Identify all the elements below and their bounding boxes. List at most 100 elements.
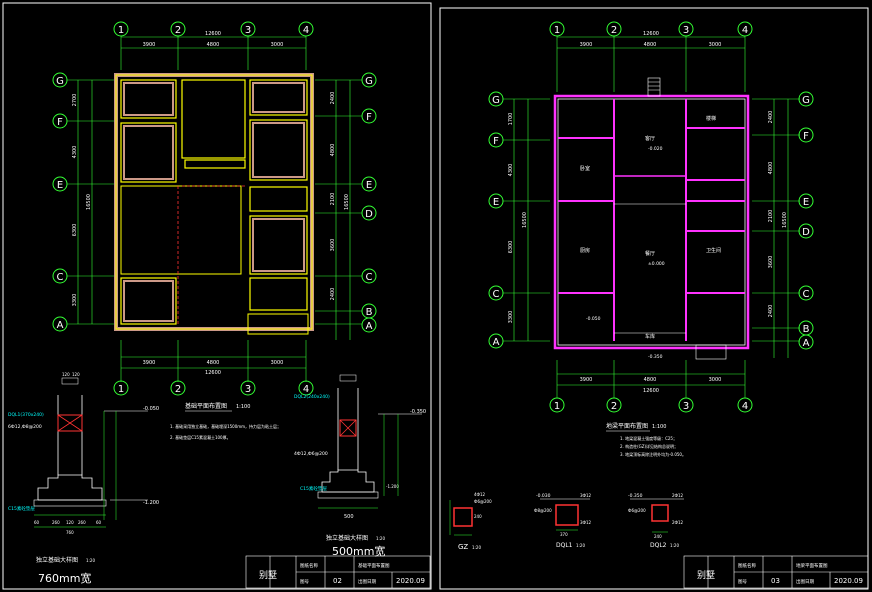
grid-label: F <box>57 117 63 128</box>
room-label: 客厅 <box>645 135 655 142</box>
label: DQL2(240x240) <box>294 394 330 400</box>
grid-label: 3 <box>683 401 689 412</box>
foundation-walls <box>114 73 314 335</box>
grid-label: 3 <box>245 25 251 36</box>
elevation: -0.050 <box>586 316 601 322</box>
dim-total: 12600 <box>205 31 221 37</box>
elevation: -0.350 <box>410 409 426 415</box>
grid-label: 1 <box>554 25 560 36</box>
grid-axes-top: 1 2 3 4 12600 3900 4800 3000 <box>549 21 753 92</box>
grid-label: F <box>366 112 372 123</box>
dim: 4300 <box>72 146 78 159</box>
grid-axes-left: G F E C A 2700 4300 6300 3300 16500 <box>52 72 115 332</box>
footing-detail-left: 120 120 60 260 120 260 60 760 -0.050 -1.… <box>33 372 159 535</box>
dim-total: 16500 <box>522 212 528 228</box>
sheet-2-frame <box>439 7 869 590</box>
tb-cell: 出图日期 <box>796 578 814 585</box>
sheet-1-frame <box>2 2 432 590</box>
grid-label: C <box>57 272 64 283</box>
dim-total: 12600 <box>205 370 221 376</box>
section-name: DQL1 <box>556 542 573 549</box>
section-scale: 1:20 <box>576 543 585 548</box>
plan-title: 地梁平面布置图 <box>606 422 648 430</box>
plan-title: 基础平面布置图 <box>185 402 227 410</box>
title-block-1 <box>245 555 431 589</box>
grid-label: D <box>365 209 373 220</box>
detail-title: 独立基础大样图 <box>326 534 368 542</box>
note-line: 2. 基础垫层C15素混凝土100厚。 <box>170 434 231 440</box>
grid-label: F <box>493 136 499 147</box>
dim: 2100 <box>330 193 336 206</box>
grid-label: E <box>803 197 809 208</box>
dim: 3000 <box>709 377 722 383</box>
ground-beam-plan: 1 2 3 4 12600 3900 4800 3000 3900 4800 3… <box>449 21 869 589</box>
dim: 60 <box>96 520 102 525</box>
grid-label: 2 <box>175 384 181 395</box>
grid-label: G <box>802 95 810 106</box>
tb-project: 别墅 <box>697 570 715 581</box>
dim: 4800 <box>330 144 336 157</box>
dim: 60 <box>34 520 40 525</box>
grid-label: 4 <box>303 25 309 36</box>
grid-label: A <box>366 321 373 332</box>
tb-project: 别墅 <box>259 570 277 581</box>
dim: 2400 <box>768 305 774 318</box>
grid-label: E <box>493 197 499 208</box>
tb-drawing: 基础平面布置图 <box>358 562 390 569</box>
footing-detail-right: 500 -0.350 -1.200 <box>317 374 426 520</box>
label: 4Ф12,Ф6@200 <box>294 451 328 457</box>
dim: 120 <box>66 520 74 525</box>
room-label: 楼梯 <box>706 115 716 122</box>
grid-axes-left: G F E C A 1700 4300 6300 3300 16500 <box>488 91 550 349</box>
svg-text:120: 120 <box>62 372 70 377</box>
section-dql1 <box>540 498 590 531</box>
elevation: -0.050 <box>143 406 159 412</box>
grid-label: 1 <box>554 401 560 412</box>
dim-total: 760 <box>66 530 74 535</box>
grid-axes-top: 1 2 3 4 12600 3900 4800 3000 <box>113 21 314 70</box>
grid-axes-bottom: 3900 4800 3000 12600 1 2 3 4 <box>113 340 314 396</box>
tb-cell: 出图日期 <box>358 578 376 585</box>
plan-scale: 1:100 <box>652 424 666 430</box>
elevation: -1.200 <box>386 484 399 489</box>
grid-label: 2 <box>175 25 181 36</box>
section-name: DQL2 <box>650 542 667 549</box>
section-label: 3Ф12 <box>580 493 592 498</box>
grid-label: F <box>803 131 809 142</box>
grid-label: G <box>492 95 500 106</box>
label: DQL1(370x240) <box>8 412 44 418</box>
section-label: 2Ф12 <box>672 493 684 498</box>
dim: 6300 <box>508 241 514 254</box>
dim-total: 12600 <box>643 388 659 394</box>
dim-total: 16500 <box>344 194 350 210</box>
section-label: Ф8@200 <box>534 508 552 513</box>
dim: 260 <box>78 520 86 525</box>
section-label: 240 <box>474 514 482 519</box>
grid-label: D <box>802 227 810 238</box>
ground-beams <box>553 77 750 360</box>
room-label: 餐厅 <box>645 250 655 257</box>
grid-label: 1 <box>118 25 124 36</box>
tb-date: 2020.09 <box>396 577 425 585</box>
dim: 4300 <box>508 164 514 177</box>
room-label: 卧室 <box>580 165 590 172</box>
section-dql2 <box>630 498 684 533</box>
dim-total: 12600 <box>643 31 659 37</box>
dim: 4800 <box>768 162 774 175</box>
dim: 3600 <box>330 239 336 252</box>
dim: 2100 <box>768 210 774 223</box>
grid-label: B <box>803 324 810 335</box>
note-line: 3. 地梁顶标高除注明外均为-0.050。 <box>620 451 686 457</box>
label: 6Ф12,Ф8@200 <box>8 424 42 430</box>
grid-label: A <box>57 320 64 331</box>
grid-label: 4 <box>303 384 309 395</box>
svg-text:120: 120 <box>72 372 80 377</box>
grid-label: C <box>366 272 373 283</box>
room-label: 厨房 <box>580 247 590 254</box>
tb-cell: 图纸名称 <box>738 562 756 569</box>
tb-date: 2020.09 <box>834 577 863 585</box>
dim: 4800 <box>207 360 220 366</box>
grid-label: C <box>493 289 500 300</box>
grid-label: 4 <box>742 401 748 412</box>
